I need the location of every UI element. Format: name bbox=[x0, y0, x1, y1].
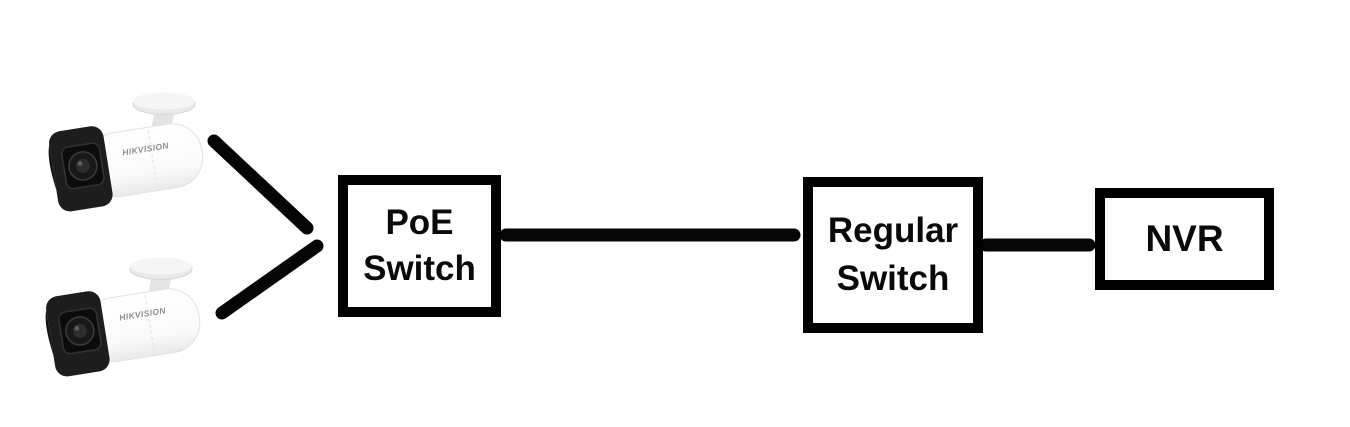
node-nvr: NVR bbox=[1095, 188, 1274, 290]
connection-camera-1-to-poe-switch bbox=[207, 134, 314, 235]
camera-1: HIKVISION bbox=[48, 92, 204, 212]
camera-body: HIKVISION bbox=[45, 288, 201, 377]
connection-camera-2-to-poe-switch bbox=[215, 239, 324, 320]
poe-switch-label: PoE Switch bbox=[363, 203, 476, 288]
camera-body: HIKVISION bbox=[48, 123, 204, 212]
node-poe-switch: PoE Switch bbox=[338, 175, 501, 317]
nvr-label: NVR bbox=[1145, 218, 1224, 259]
camera-2: HIKVISION bbox=[45, 257, 201, 377]
node-regular-switch: Regular Switch bbox=[803, 177, 983, 333]
regular-switch-label: Regular Switch bbox=[827, 211, 959, 298]
